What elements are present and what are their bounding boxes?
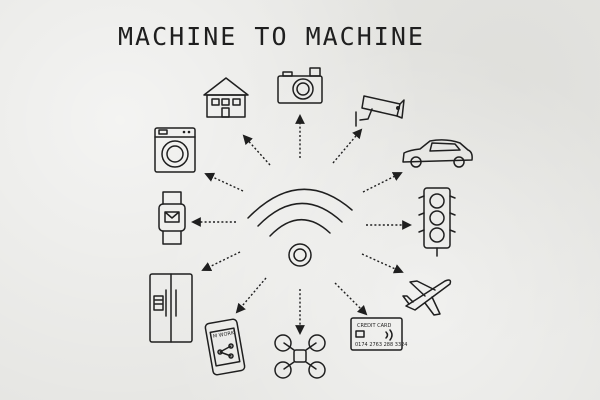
camera-icon	[277, 67, 323, 104]
arrow-cctv	[332, 128, 363, 164]
security-camera-icon	[355, 95, 405, 127]
arrow-car	[362, 172, 403, 193]
airplane-icon	[402, 279, 452, 316]
arrow-smartphone	[235, 277, 267, 314]
credit-card-icon: CREDIT CARD 0174 2763 288 3324	[350, 317, 408, 351]
traffic-light-icon	[418, 187, 456, 257]
arrow-washing-machine	[204, 172, 244, 192]
smartwatch-icon	[158, 191, 186, 245]
arrow-credit-card	[334, 282, 368, 316]
drone-icon	[274, 334, 326, 379]
page-title: MACHINE TO MACHINE	[118, 22, 425, 51]
washing-machine-icon	[154, 127, 196, 173]
arrow-refrigerator	[201, 251, 241, 271]
refrigerator-icon	[149, 273, 193, 343]
car-icon	[402, 139, 473, 168]
connection-arrows	[191, 114, 412, 335]
phone-label: M WORK	[213, 330, 236, 340]
card-number: 0174 2763 288 3324	[355, 342, 408, 348]
card-label: CREDIT CARD	[357, 323, 391, 329]
arrow-airplane	[361, 253, 404, 274]
house-icon	[203, 77, 249, 118]
arrow-house	[242, 134, 271, 166]
smartphone-icon: M WORK	[204, 318, 246, 376]
wifi-signal-icon	[247, 188, 353, 267]
